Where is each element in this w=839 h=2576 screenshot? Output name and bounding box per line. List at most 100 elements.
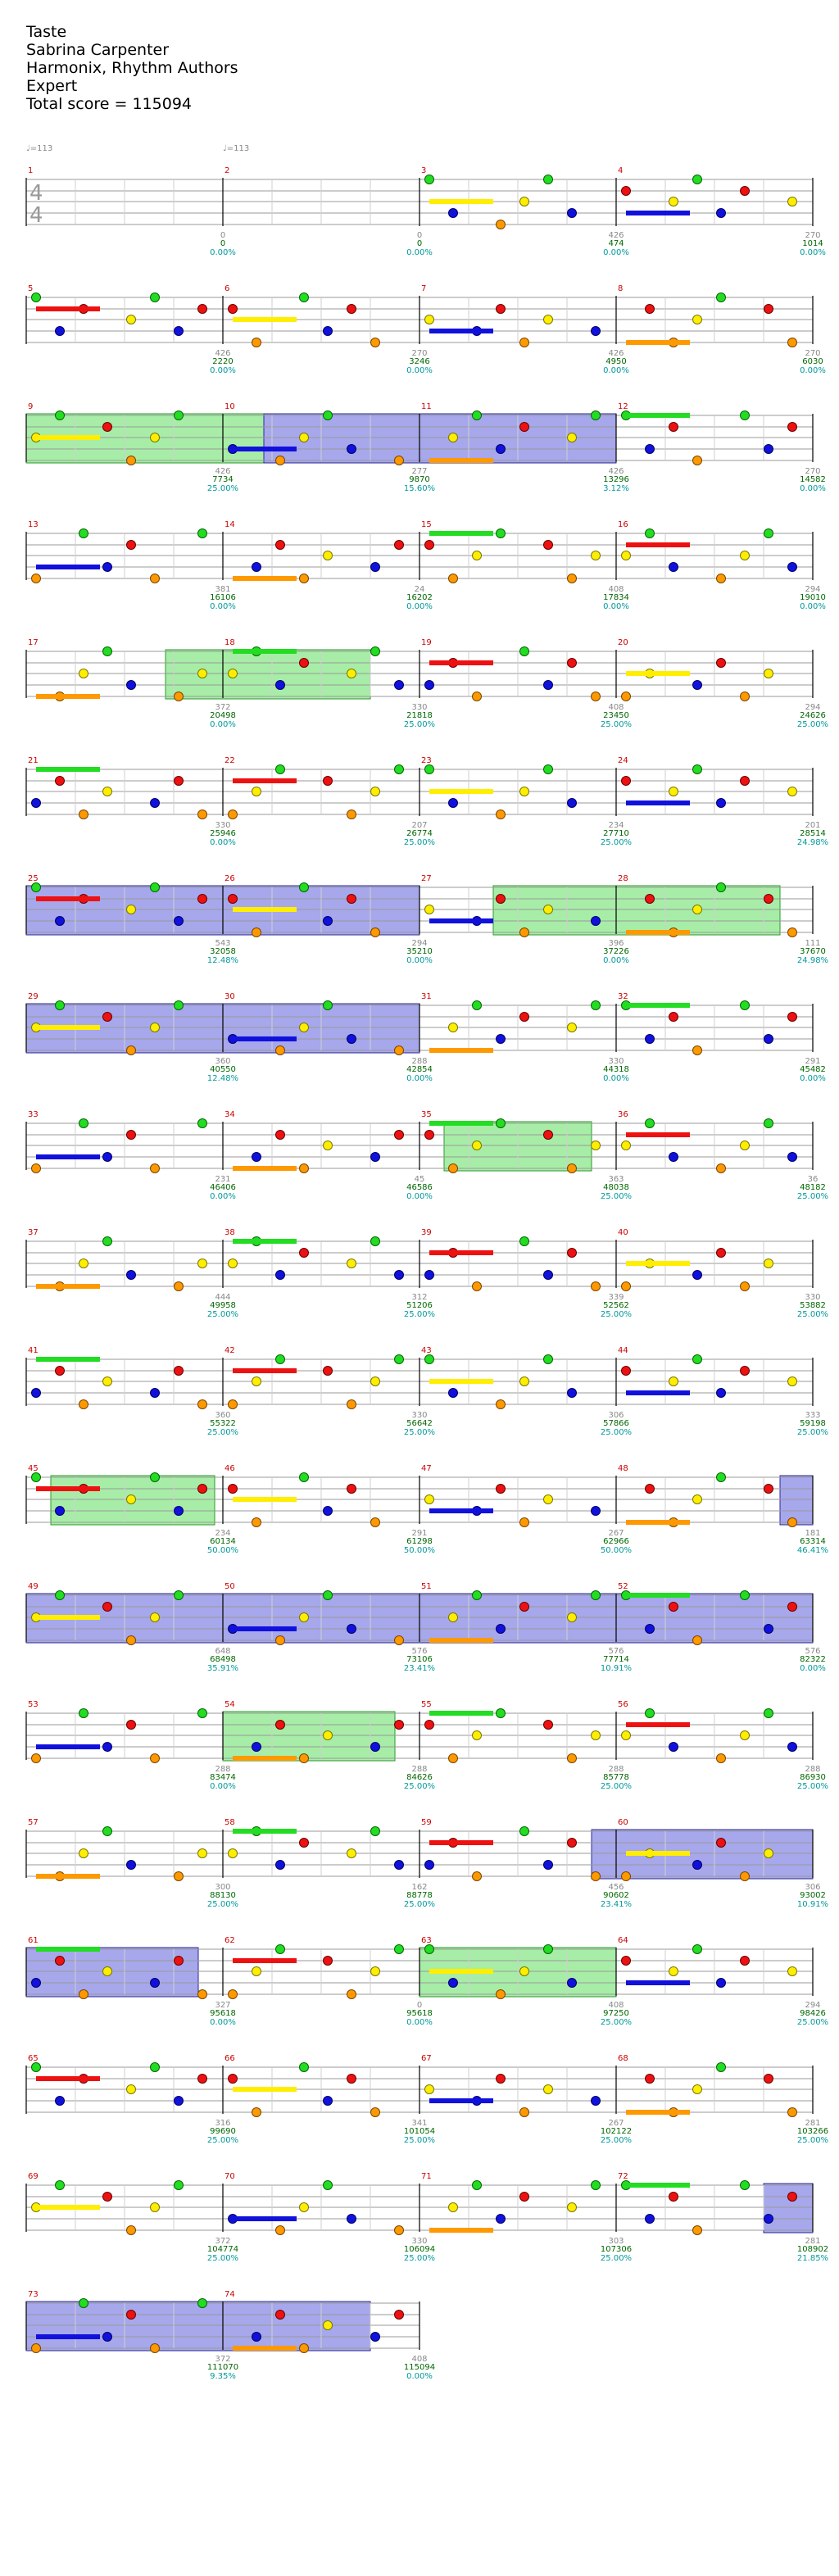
note-gem [448, 208, 458, 218]
note-gem [591, 1141, 601, 1150]
measure-number: 16 [618, 520, 628, 529]
note-gem [543, 175, 553, 184]
note-gem [126, 1860, 136, 1870]
measure-notes: 330 [805, 1293, 820, 1302]
measure-notes: 312 [411, 1293, 427, 1302]
measure-score: 3246 [409, 357, 429, 366]
measure-score: 474 [608, 239, 624, 248]
note-gem [448, 1023, 458, 1032]
measure-score: 37226 [603, 947, 629, 956]
note-gem [740, 1281, 750, 1291]
note-gem [645, 304, 655, 314]
measure-score: 61298 [406, 1537, 433, 1546]
note-gem [394, 764, 404, 774]
note-gem [787, 338, 797, 347]
note-gem [174, 1281, 184, 1291]
note-gem [252, 1517, 261, 1527]
note-gem [519, 1012, 529, 1022]
note-gem [126, 2225, 136, 2235]
measure-multiplier-percent: 25.00% [404, 1428, 435, 1437]
note-gem [716, 208, 726, 218]
note-gem [228, 894, 238, 904]
note-gem [275, 1860, 285, 1870]
note-gem [55, 1000, 65, 1010]
note-gem [228, 1399, 238, 1409]
note-gem [787, 2107, 797, 2117]
tab-row: 61327956180.00%620956180.00%634089725025… [25, 1936, 828, 2027]
note-gem [275, 2225, 285, 2235]
measure-multiplier-percent: 0.00% [800, 602, 826, 611]
note-gem [424, 680, 434, 690]
note-gem [424, 764, 434, 774]
note-gem [370, 562, 380, 572]
measure-notes: 363 [608, 1175, 624, 1184]
note-gem [31, 2343, 41, 2353]
measure-score: 0 [220, 239, 225, 248]
tab-row: 496486849835.91%505767310623.41%51576777… [25, 1582, 826, 1673]
tab-row: 374444995825.00%383125120625.00%39339525… [25, 1228, 828, 1319]
note-gem [55, 1506, 65, 1516]
measure-multiplier-percent: 25.00% [207, 1310, 238, 1319]
measure-score: 60134 [210, 1537, 236, 1546]
measure-multiplier-percent: 46.41% [797, 1546, 828, 1555]
measure-multiplier-percent: 25.00% [797, 1782, 828, 1791]
note-gem [31, 574, 41, 583]
note-gem [740, 1000, 750, 1010]
note-gem [197, 894, 207, 904]
tab-row: 33231464060.00%3445465860.00%35363480382… [25, 1110, 828, 1201]
note-gem [299, 1472, 309, 1482]
measure-score: 82322 [800, 1655, 826, 1664]
measure-score: 103266 [797, 2127, 828, 2136]
note-gem [323, 410, 333, 420]
measure-score: 25946 [210, 829, 236, 838]
note-gem [102, 1966, 112, 1976]
note-gem [669, 1152, 678, 1162]
measure-multiplier-percent: 3.12% [603, 484, 629, 493]
measure-notes: 267 [608, 1529, 624, 1538]
measure-notes: 408 [608, 703, 624, 712]
note-gem [174, 2180, 184, 2190]
measure-multiplier-percent: 15.60% [404, 484, 435, 493]
measure-number: 57 [28, 1818, 39, 1827]
tab-row: 53288834740.00%542888462625.00%552888577… [25, 1700, 828, 1791]
note-gem [102, 1826, 112, 1836]
measure-multiplier-percent: 25.00% [404, 720, 435, 729]
measure-multiplier-percent: 25.00% [404, 1310, 435, 1319]
note-gem [519, 927, 529, 937]
note-gem [174, 1956, 184, 1966]
measure-notes: 294 [805, 2001, 820, 2010]
measure-score: 95618 [406, 2009, 433, 2018]
measure-notes: 426 [608, 467, 624, 476]
note-gem [692, 175, 702, 184]
note-gem [228, 1989, 238, 1999]
note-gem [448, 1388, 458, 1398]
note-gem [787, 197, 797, 206]
note-gem [323, 1730, 333, 1740]
note-gem [347, 2214, 356, 2224]
measure-notes: 426 [215, 467, 230, 476]
note-gem [764, 1118, 773, 1128]
measure-multiplier-percent: 0.00% [603, 366, 629, 375]
measure-multiplier-percent: 25.00% [601, 1310, 632, 1319]
note-gem [496, 1118, 506, 1128]
song-charter: Harmonix, Rhythm Authors [26, 59, 238, 77]
note-gem [79, 1118, 88, 1128]
measure-notes: 330 [215, 821, 230, 830]
measure-number: 12 [618, 402, 628, 411]
note-gem [55, 2096, 65, 2106]
note-gem [252, 2332, 261, 2342]
note-gem [150, 1163, 160, 1173]
measure-notes: 306 [608, 1411, 624, 1420]
measure-score: 24626 [800, 711, 826, 720]
measure-number: 59 [421, 1818, 432, 1827]
note-gem [126, 1635, 136, 1645]
star-power-section [222, 1711, 396, 1762]
note-gem [764, 444, 773, 454]
measure-notes: 408 [608, 2001, 624, 2010]
note-gem [567, 658, 577, 668]
measure-score: 97250 [603, 2009, 629, 2018]
star-power-section [165, 649, 371, 700]
note-gem [591, 551, 601, 560]
note-gem [197, 2074, 207, 2084]
